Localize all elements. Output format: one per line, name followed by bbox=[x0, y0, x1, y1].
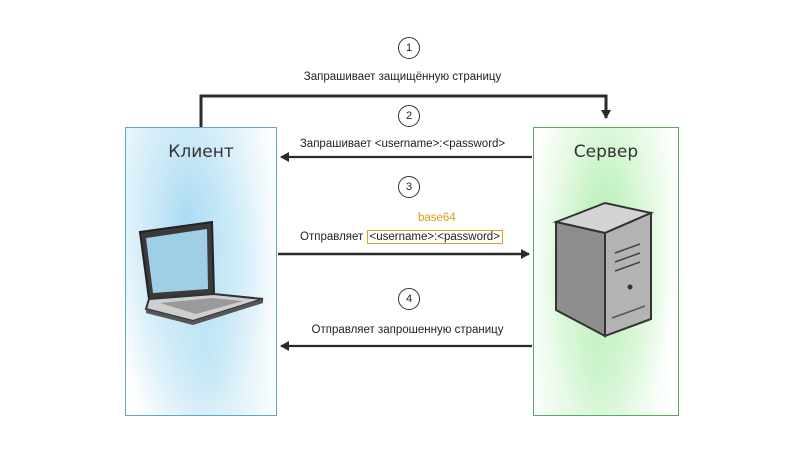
step-3-number: 3 bbox=[398, 176, 420, 198]
step-4-label: Отправляет запрошенную страницу bbox=[311, 324, 504, 336]
step-3-prefix: Отправляет bbox=[300, 231, 364, 243]
server-title: Сервер bbox=[573, 142, 639, 162]
step-2-number: 2 bbox=[398, 105, 420, 127]
step-3-encoding-label: base64 bbox=[418, 212, 456, 224]
step-3-label: Отправляет <username>:<password> bbox=[300, 230, 503, 244]
client-title: Клиент bbox=[168, 142, 234, 162]
step-3-credentials-highlight: <username>:<password> bbox=[366, 230, 503, 244]
arrow-step-1 bbox=[199, 94, 611, 127]
step-1-number: 1 bbox=[398, 37, 420, 59]
step-2-label: Запрашивает <username>:<password> bbox=[299, 138, 506, 150]
step-1-label: Запрашивает защищённую страницу bbox=[303, 71, 502, 83]
step-4-number: 4 bbox=[398, 288, 420, 310]
server-tower-icon bbox=[552, 201, 655, 338]
laptop-icon bbox=[138, 220, 264, 325]
